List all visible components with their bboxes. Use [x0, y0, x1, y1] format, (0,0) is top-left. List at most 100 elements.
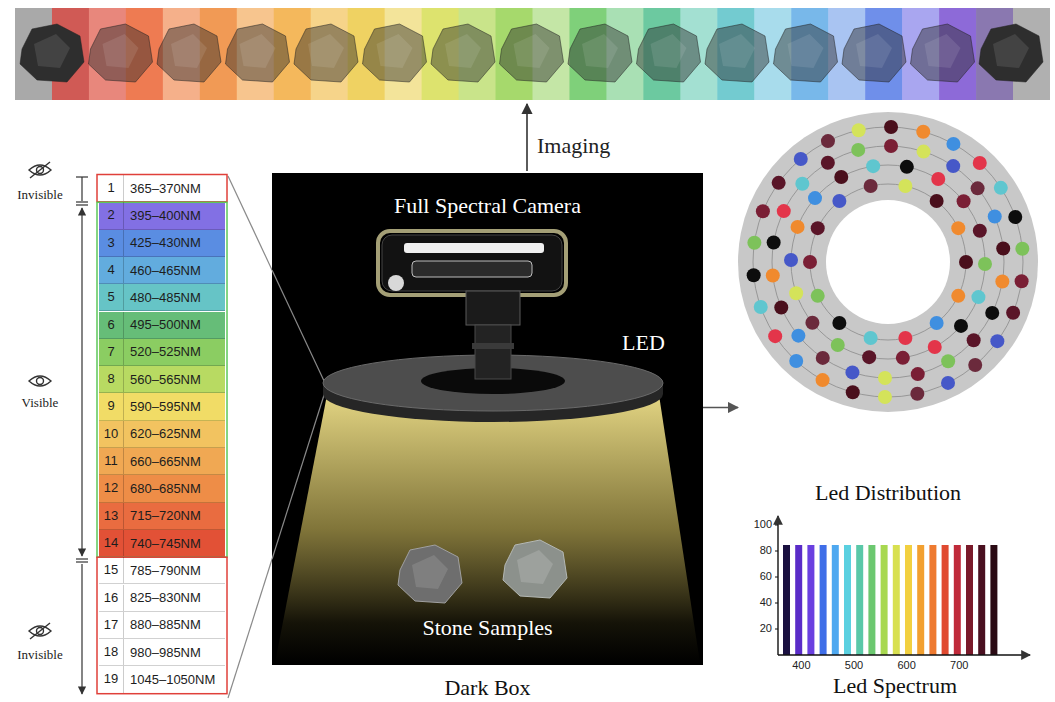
range-label: Invisible [17, 187, 63, 203]
led-dot [971, 290, 985, 304]
band-number: 18 [99, 639, 124, 665]
led-dot [845, 365, 859, 379]
camera-lens-ring [472, 343, 514, 349]
band-number: 19 [99, 666, 124, 692]
stone-image [774, 24, 838, 82]
wavelength-range: 520–525NM [124, 344, 225, 359]
led-dot [772, 176, 786, 190]
connector-arrow [703, 407, 738, 409]
invisible-frame [97, 175, 227, 202]
band-number: 11 [99, 448, 124, 474]
led-spectrum-chart: Led Spectrum [745, 512, 1045, 698]
band-number: 13 [99, 503, 124, 529]
bracket-line [81, 177, 82, 201]
camera-body [382, 235, 562, 291]
axis-tick-label: 700 [950, 659, 968, 672]
led-dot [946, 159, 960, 173]
bracket-tick [76, 204, 88, 205]
color-band [569, 8, 607, 100]
spectrum-bar [881, 545, 888, 655]
wavelength-range: 660–665NM [124, 454, 225, 469]
wavelength-range: 495–500NM [124, 317, 225, 332]
led-dot [930, 316, 944, 330]
dark-box: Full Spectral CameraLEDStone SamplesDark… [272, 173, 703, 665]
dark-box-illustration [272, 173, 703, 665]
band-number: 1 [99, 175, 124, 201]
stone-image [226, 24, 290, 82]
led-dot [794, 152, 808, 166]
box-label: Stone Samples [272, 615, 703, 641]
stone-shape [363, 24, 427, 82]
axis-tick-label: 60 [760, 570, 772, 583]
led-dot [968, 358, 982, 372]
tick [775, 603, 778, 604]
spectrum-bar [990, 545, 997, 655]
stone-shape [637, 24, 701, 82]
color-band [311, 8, 349, 100]
stone-shape [89, 24, 153, 82]
led-dot [1008, 210, 1022, 224]
wavelength-range: 460–465NM [124, 263, 225, 278]
wavelength-row: 6495–500NM [99, 312, 225, 339]
led-dot [967, 333, 981, 347]
led-dot [768, 329, 782, 343]
camera-lens [475, 325, 511, 379]
led-dot [866, 159, 880, 173]
leader-line [272, 392, 325, 559]
stone-facet [517, 550, 553, 584]
led-dot [959, 255, 973, 269]
wavelength-row: 8560–565NM [99, 366, 225, 393]
stone-shape [911, 24, 975, 82]
led-spectrum-plot [775, 516, 1030, 655]
led-dot [995, 274, 1009, 288]
stone-shape [705, 24, 769, 82]
stone-image [431, 24, 495, 82]
wavelength-row: 191045–1050NM [99, 666, 225, 693]
wavelength-row: 11660–665NM [99, 448, 225, 475]
band-number: 3 [99, 230, 124, 256]
wavelength-range: 560–565NM [124, 372, 225, 387]
led-dot [1015, 242, 1029, 256]
led-dot [852, 123, 866, 137]
led-dot [747, 268, 761, 282]
leader-line [228, 176, 272, 270]
stone-facet [993, 34, 1029, 68]
led-dot [756, 204, 770, 218]
wavelength-row: 17880–885NM [99, 612, 225, 639]
stone-facet [412, 555, 448, 589]
camera-knob [388, 275, 404, 291]
bracket-line [81, 208, 82, 556]
color-band [643, 8, 681, 100]
spectrum-bar [820, 545, 827, 655]
wavelength-row: 10620–625NM [99, 421, 225, 448]
dark-box-ground [272, 173, 703, 665]
color-band [976, 8, 1014, 100]
ring-guides [753, 127, 1023, 397]
led-dot [766, 269, 780, 283]
camera-panel [412, 261, 532, 277]
stone-image [363, 24, 427, 82]
stone-shape [774, 24, 838, 82]
led-dot [803, 255, 817, 269]
color-band [237, 8, 275, 100]
tick [775, 629, 778, 630]
invisible-frame [97, 557, 227, 694]
led-dot [954, 319, 968, 333]
led-dot [864, 331, 878, 345]
led-dot [896, 351, 910, 365]
wavelength-range: 740–745NM [124, 536, 225, 551]
led-dots [747, 120, 1030, 404]
axis-tick-label: 400 [792, 659, 810, 672]
led-dot [789, 354, 803, 368]
ring-hole [826, 200, 950, 324]
wavelength-row: 12680–685NM [99, 475, 225, 502]
wavelength-range: 590–595NM [124, 399, 225, 414]
stone-facet [788, 34, 824, 68]
ring-guide [791, 165, 985, 359]
ring-guide [810, 184, 966, 340]
led-distribution: Led Distribution [738, 108, 1038, 508]
color-band [1013, 8, 1050, 100]
stone-facet [445, 34, 481, 68]
bracket-tick [76, 176, 88, 177]
